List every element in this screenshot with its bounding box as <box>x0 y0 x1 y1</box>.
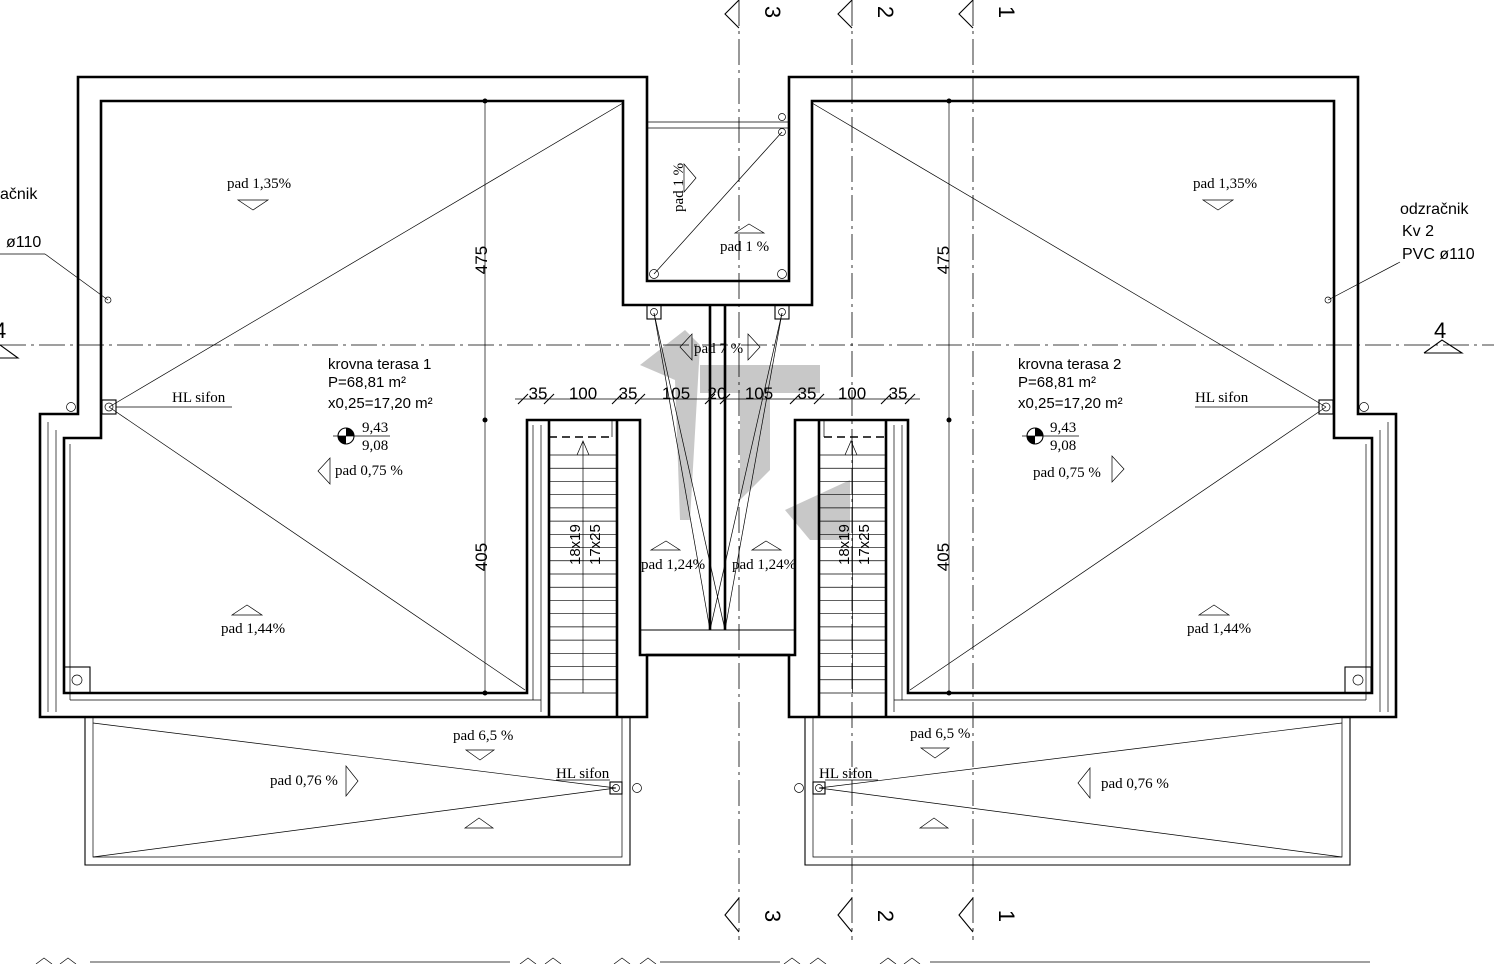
center-slope-right: pad 1,24% <box>732 557 796 573</box>
terrace-1-level-top: 9,43 <box>362 420 388 436</box>
dimension-tick <box>813 393 825 405</box>
dimension-lines <box>482 98 952 696</box>
dimension-tick <box>634 393 646 405</box>
dimension-node <box>946 690 952 696</box>
dimension-labels: 35 100 35 105 20 105 35 100 35 <box>529 384 908 403</box>
stairs-right-riser: 18x19 <box>836 524 853 565</box>
center-slope-mid: pad 7 % <box>694 341 743 357</box>
slope-arrows <box>230 163 1235 829</box>
dimension-node <box>482 690 488 696</box>
dim-label: 35 <box>619 384 638 403</box>
dimension-node <box>946 417 952 423</box>
dimension-node <box>482 98 488 104</box>
terrace-1-slope-top: pad 1,35% <box>227 176 291 192</box>
vent-left-size: ø110 <box>6 234 41 251</box>
terrace-2-slope-top: pad 1,35% <box>1193 176 1257 192</box>
vent-left-label: ačnik <box>0 186 38 203</box>
terrace-2-slope-bottom: pad 1,44% <box>1187 621 1251 637</box>
dimension-tick <box>543 393 555 405</box>
balcony-right-drain: HL sifon <box>819 766 873 782</box>
balcony-right-slope-b: pad 0,76 % <box>1101 776 1169 792</box>
dimension-tick <box>611 393 623 405</box>
terrace-2-area: P=68,81 m² <box>1018 374 1096 391</box>
axis-label-3-top: 3 <box>760 6 785 18</box>
terrace-2-dim-top: 475 <box>934 246 953 274</box>
axis-label-2-bottom: 2 <box>873 910 898 922</box>
balcony-left-slope-a: pad 6,5 % <box>453 728 513 744</box>
axis-label-3-bottom: 3 <box>760 910 785 922</box>
balconies <box>84 717 1351 866</box>
dim-label: 105 <box>745 384 773 403</box>
terrace-2-reduced-area: x0,25=17,20 m² <box>1018 395 1123 412</box>
dim-label: 35 <box>529 384 548 403</box>
lower-edge-marks <box>35 957 1370 964</box>
dimension-tick <box>719 393 731 405</box>
vent-right-label: odzračnik <box>1400 201 1469 218</box>
slope-lines <box>108 102 1327 691</box>
dimension-node <box>946 98 952 104</box>
terrace-2-name: krovna terasa 2 <box>1018 356 1121 373</box>
center-slope-upper: pad 1 % <box>720 239 769 255</box>
terrace-1-dim-top: 475 <box>472 246 491 274</box>
dim-label: 105 <box>662 384 690 403</box>
dimension-node <box>482 417 488 423</box>
grid-axes <box>0 0 1494 940</box>
terrace-1-level-bottom: 9,08 <box>362 438 388 454</box>
terrace-1-name: krovna terasa 1 <box>328 356 431 373</box>
axis-label-4-right: 4 <box>1434 318 1446 343</box>
stairs-left-riser: 18x19 <box>567 524 584 565</box>
axis-label-2-top: 2 <box>873 6 898 18</box>
stairs <box>548 420 887 694</box>
vent-right-code: Kv 2 <box>1402 223 1434 240</box>
balcony-left-drain: HL sifon <box>556 766 610 782</box>
dimension-tick <box>517 393 529 405</box>
terrace-2-slope-side: pad 0,75 % <box>1033 465 1101 481</box>
dimension-tick <box>904 393 916 405</box>
axis-label-1-bottom: 1 <box>994 910 1019 922</box>
dim-label: 35 <box>798 384 817 403</box>
balcony-left-slope-b: pad 0,76 % <box>270 773 338 789</box>
axis-markers: 3 2 1 3 2 1 4 4 <box>0 0 1464 933</box>
terrace-2-level-bottom: 9,08 <box>1050 438 1076 454</box>
axis-label-1-top: 1 <box>994 6 1019 18</box>
stairs-right-tread: 17x25 <box>856 524 873 565</box>
center-slope-left: pad 1,24% <box>641 557 705 573</box>
dim-label: 35 <box>889 384 908 403</box>
balcony-right-slope-a: pad 6,5 % <box>910 726 970 742</box>
axis-label-4-left: 4 <box>0 318 6 343</box>
terrace-1-slope-bottom: pad 1,44% <box>221 621 285 637</box>
dimension-tick <box>880 393 892 405</box>
terrace-1-area: P=68,81 m² <box>328 374 406 391</box>
terrace-1-dim-bottom: 405 <box>472 543 491 571</box>
terrace-1-drain-label: HL sifon <box>172 390 226 406</box>
terrace-2-dim-bottom: 405 <box>934 543 953 571</box>
level-markers <box>333 427 1079 445</box>
vent-right-size: PVC ø110 <box>1402 246 1475 263</box>
dimension-tick <box>789 393 801 405</box>
dim-label: 100 <box>838 384 866 403</box>
drains <box>0 113 1401 781</box>
dim-label: 20 <box>708 384 727 403</box>
terrace-1-slope-side: pad 0,75 % <box>335 463 403 479</box>
terrace-2-level-top: 9,43 <box>1050 420 1076 436</box>
dimension-tick <box>704 393 716 405</box>
dim-label: 100 <box>569 384 597 403</box>
stairs-left-tread: 17x25 <box>587 524 604 565</box>
terrace-1-reduced-area: x0,25=17,20 m² <box>328 395 433 412</box>
center-slope-upper-vertical: pad 1 % <box>671 163 687 212</box>
terrace-2-drain-label: HL sifon <box>1195 390 1249 406</box>
walls <box>38 75 1398 719</box>
